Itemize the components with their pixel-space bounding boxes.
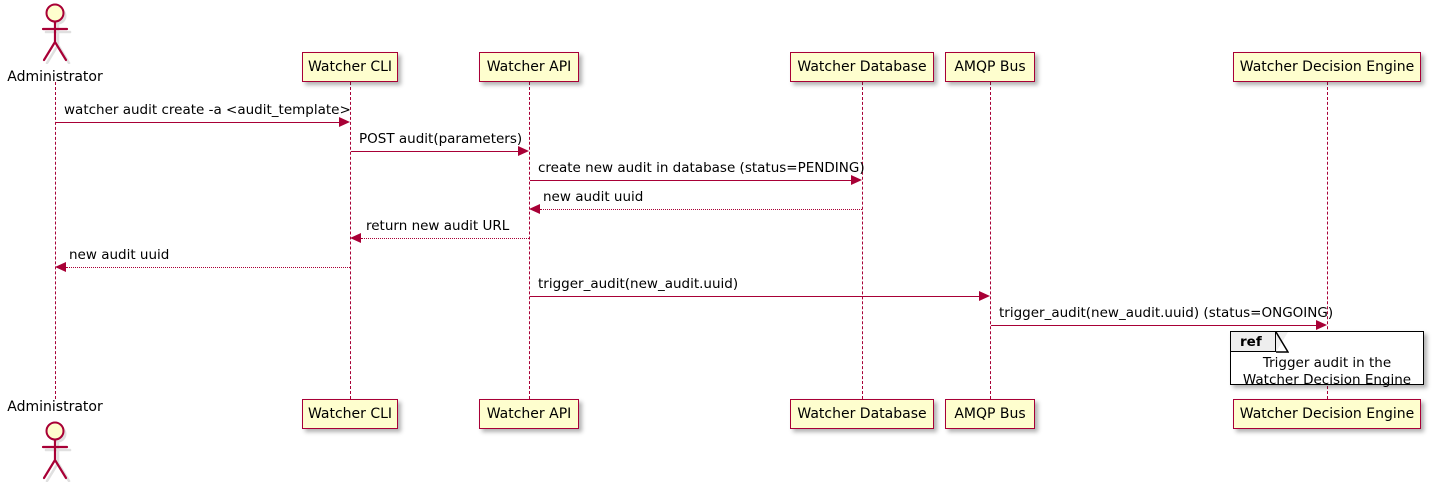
lifeline-watcher-api [529, 82, 530, 399]
message-arrowhead-5 [350, 233, 361, 243]
message-label-2: POST audit(parameters) [359, 131, 523, 147]
lifeline-administrator [55, 82, 56, 399]
message-line-2 [351, 151, 520, 152]
ref-fragment-body: Trigger audit in the Watcher Decision En… [1231, 355, 1423, 389]
actor-administrator-top-icon [31, 2, 79, 68]
ref-fragment-line-1: Trigger audit in the [1262, 355, 1392, 371]
message-arrowhead-1 [339, 117, 350, 127]
participant-watcher-database-bottom[interactable]: Watcher Database [790, 399, 934, 429]
participant-label: Watcher API [486, 406, 572, 422]
participant-amqp-bus-bottom[interactable]: AMQP Bus [945, 399, 1035, 429]
message-arrowhead-7 [979, 291, 990, 301]
participant-label: Watcher CLI [307, 59, 393, 75]
ref-fragment-tab: ref [1231, 332, 1276, 352]
ref-tab-label: ref [1240, 333, 1262, 350]
message-label-4: new audit uuid [543, 189, 644, 205]
participant-label: AMQP Bus [954, 406, 1026, 422]
message-line-7 [530, 296, 981, 297]
participant-watcher-api-bottom[interactable]: Watcher API [479, 399, 579, 429]
lifeline-watcher-database [862, 82, 863, 399]
participant-watcher-decision-engine-bottom[interactable]: Watcher Decision Engine [1233, 399, 1421, 429]
message-line-8 [991, 325, 1318, 326]
message-label-7: trigger_audit(new_audit.uuid) [538, 276, 739, 292]
message-line-6 [66, 267, 350, 268]
actor-administrator-bottom-label: Administrator [7, 399, 103, 415]
message-arrowhead-3 [851, 175, 862, 185]
participant-watcher-api-top[interactable]: Watcher API [479, 52, 579, 82]
lifeline-watcher-decision-engine [1327, 82, 1328, 399]
message-label-1: watcher audit create -a <audit_template> [64, 102, 351, 118]
participant-watcher-database-top[interactable]: Watcher Database [790, 52, 934, 82]
participant-label: Watcher Database [797, 406, 927, 422]
participant-label: Watcher CLI [307, 406, 393, 422]
message-arrowhead-6 [55, 262, 66, 272]
message-arrowhead-2 [518, 146, 529, 156]
ref-fragment-line-2: Watcher Decision Engine [1242, 372, 1412, 388]
message-arrowhead-8 [1316, 320, 1327, 330]
participant-amqp-bus-top[interactable]: AMQP Bus [945, 52, 1035, 82]
message-line-1 [56, 122, 341, 123]
message-line-5 [361, 238, 529, 239]
participant-label: Watcher Decision Engine [1239, 406, 1415, 422]
participant-watcher-cli-top[interactable]: Watcher CLI [302, 52, 398, 82]
actor-administrator-top-label: Administrator [7, 69, 103, 85]
ref-fragment-tab-notch-border [1276, 332, 1289, 353]
participant-label: Watcher API [486, 59, 572, 75]
participant-label: Watcher Database [797, 59, 927, 75]
message-label-8: trigger_audit(new_audit.uuid) (status=ON… [999, 305, 1334, 321]
participant-watcher-cli-bottom[interactable]: Watcher CLI [302, 399, 398, 429]
ref-fragment: ref Trigger audit in the Watcher Decisio… [1230, 331, 1424, 388]
message-label-6: new audit uuid [69, 247, 170, 263]
actor-administrator-bottom-icon [31, 420, 79, 486]
message-label-5: return new audit URL [366, 218, 510, 234]
message-arrowhead-4 [529, 204, 540, 214]
participant-label: AMQP Bus [954, 59, 1026, 75]
lifeline-amqp-bus [990, 82, 991, 399]
participant-label: Watcher Decision Engine [1239, 59, 1415, 75]
participant-watcher-decision-engine-top[interactable]: Watcher Decision Engine [1233, 52, 1421, 82]
message-line-4 [540, 209, 862, 210]
message-label-3: create new audit in database (status=PEN… [538, 160, 865, 176]
message-line-3 [530, 180, 853, 181]
